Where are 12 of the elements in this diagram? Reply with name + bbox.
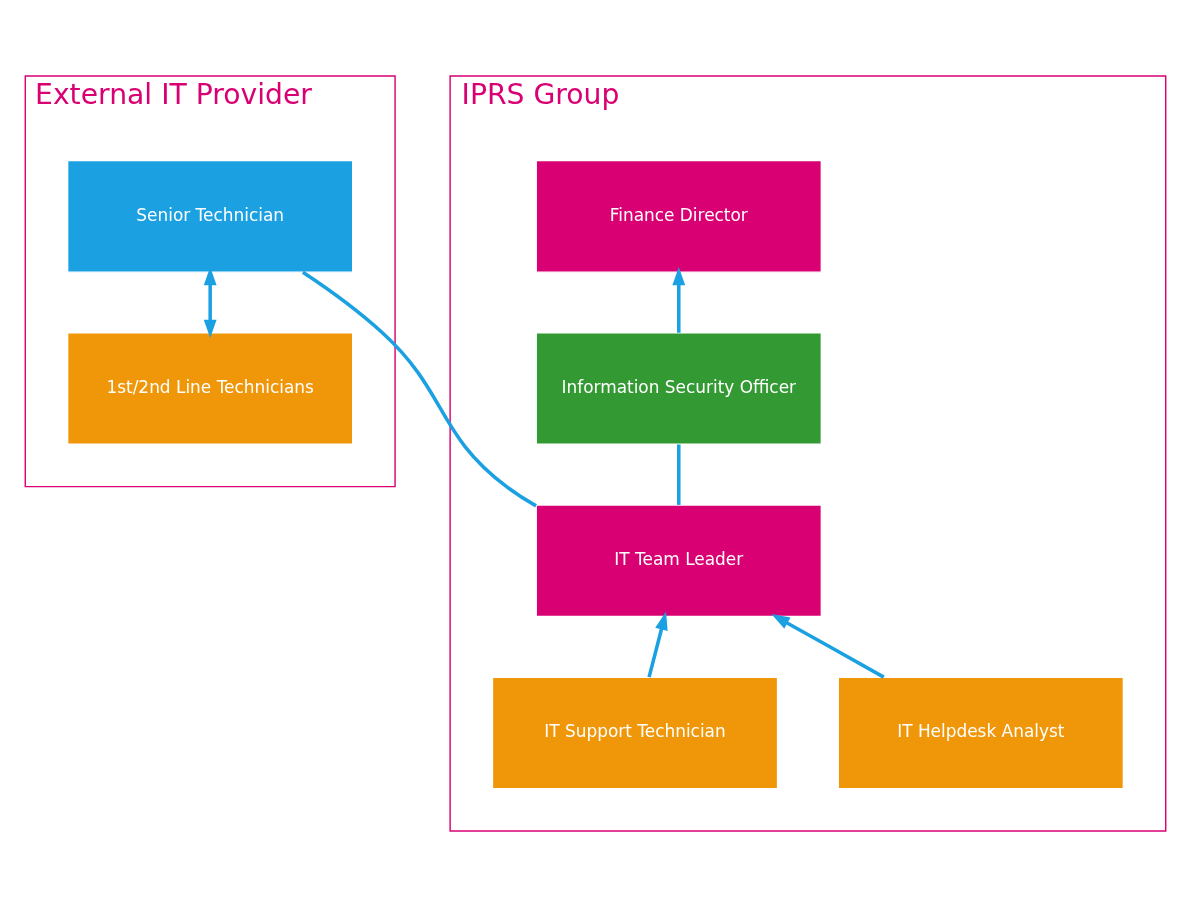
arrow — [672, 266, 686, 333]
node-box: IT Helpdesk Analyst — [837, 676, 1125, 790]
connector — [677, 444, 681, 505]
node-box: IT Support Technician — [491, 676, 779, 790]
node-box: Senior Technician — [66, 159, 354, 273]
connector — [301, 270, 537, 508]
node-box: Information Security Officer — [535, 332, 823, 446]
arrow — [647, 611, 668, 678]
node-box: IT Team Leader — [535, 504, 823, 618]
node-box: 1st/2nd Line Technicians — [66, 332, 354, 446]
arrow — [771, 614, 885, 679]
node-box: Finance Director — [535, 159, 823, 273]
